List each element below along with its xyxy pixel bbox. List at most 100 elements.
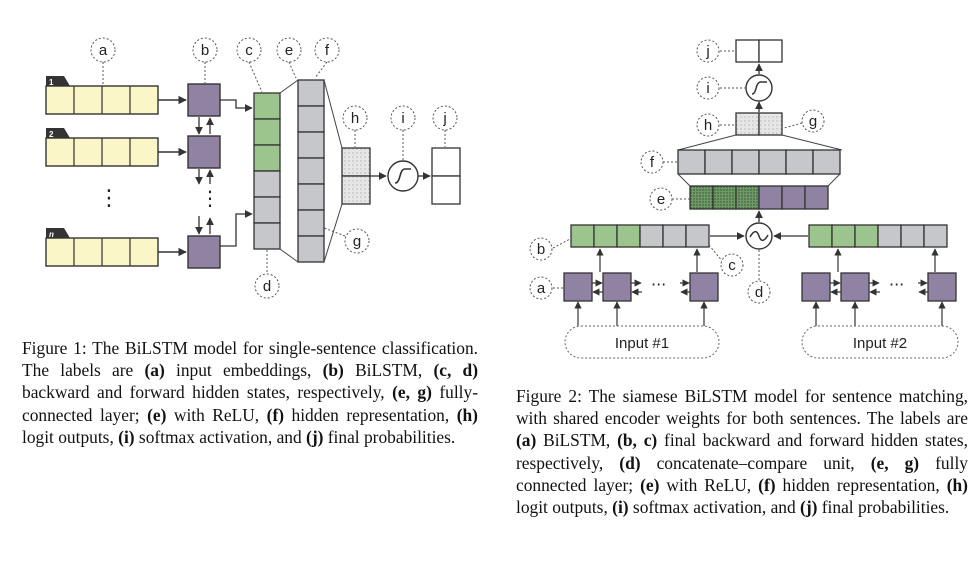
label-j: j — [432, 105, 458, 131]
input-1-pill: Input #1 — [564, 325, 720, 359]
caption-run: BiLSTM, — [536, 430, 618, 451]
caption-run: (j) — [306, 426, 324, 447]
caption-run: (h) — [946, 474, 968, 495]
svg-text:j: j — [705, 43, 709, 60]
caption-run: (b, c) — [617, 430, 658, 451]
svg-text:d: d — [263, 278, 271, 295]
caption-run: hidden representation, — [775, 474, 947, 495]
caption-run: Figure 1: The BiLSTM model for single-se… — [22, 338, 478, 381]
caption-run: final probabilities. — [323, 426, 456, 447]
svg-text:a: a — [537, 280, 546, 297]
svg-text:f: f — [650, 154, 655, 171]
hidden-state-column — [253, 92, 281, 250]
fig2-label-i: i — [696, 76, 720, 100]
fig2-left-bilstm — [563, 272, 719, 302]
svg-text:i: i — [706, 80, 709, 97]
caption-run: (e, g) — [392, 382, 432, 403]
caption-run: logit outputs, — [516, 497, 613, 518]
figure-2-diagram: ··· ··· Input #1 Input #2 — [529, 39, 959, 359]
bilstm-cell-n — [187, 235, 221, 269]
svg-text:g: g — [353, 233, 361, 250]
figure-1-diagram: 1 2 ⋮ n ⋮ — [45, 37, 461, 299]
caption-run: softmax activation, and — [628, 497, 801, 518]
label-a: a — [90, 37, 116, 63]
svg-text:h: h — [704, 117, 712, 134]
svg-text:g: g — [809, 113, 817, 130]
svg-text:a: a — [99, 42, 108, 59]
caption-run: BiLSTM, — [343, 360, 434, 381]
fig2-final-probabilities — [735, 39, 783, 63]
logit-output-column — [341, 147, 371, 205]
caption-run: input embeddings, — [164, 360, 323, 381]
caption-run: (c, d) — [433, 360, 479, 381]
fig2-label-d: d — [747, 280, 771, 304]
svg-text:c: c — [245, 42, 253, 59]
svg-text:c: c — [728, 257, 736, 274]
label-d: d — [254, 273, 280, 299]
fig2-logit-outputs — [735, 112, 783, 136]
fig2-label-e: e — [649, 187, 673, 211]
svg-text:i: i — [401, 110, 404, 127]
fig2-label-c: c — [720, 253, 744, 277]
caption-run: concatenate–compare unit, — [640, 452, 871, 473]
label-h: h — [342, 105, 368, 131]
input-embedding-row-n: n — [45, 228, 159, 267]
bilstm-cell-1 — [187, 83, 221, 117]
caption-run: (b) — [322, 360, 344, 381]
caption-run: final probabilities. — [817, 497, 950, 518]
fig2-hidden-representation — [677, 149, 841, 175]
svg-text:b: b — [201, 42, 209, 59]
caption-run: (j) — [800, 497, 818, 518]
fig2-left-hidden-states — [570, 224, 710, 248]
svg-text:e: e — [657, 191, 665, 208]
label-e: e — [276, 37, 302, 63]
caption-run: (h) — [456, 404, 478, 425]
caption-run: (e) — [640, 474, 660, 495]
input-embedding-row-1: 1 — [45, 76, 159, 115]
input-embedding-row-2: 2 — [45, 128, 159, 167]
fig2-left-ellipsis: ··· — [651, 275, 666, 294]
caption-run: logit outputs, — [22, 426, 119, 447]
caption-run: (a) — [516, 430, 537, 451]
caption-run: (d) — [619, 452, 641, 473]
label-i: i — [390, 105, 416, 131]
svg-text:f: f — [325, 42, 330, 59]
caption-run: (a) — [144, 360, 165, 381]
caption-run: with ReLU, — [166, 404, 267, 425]
caption-run: (e, g) — [870, 452, 920, 473]
fig2-right-ellipsis: ··· — [889, 275, 904, 294]
bilstm-cell-2 — [187, 135, 221, 169]
label-b: b — [192, 37, 218, 63]
fig2-right-bilstm — [801, 272, 957, 302]
fig2-label-g: g — [801, 109, 825, 133]
fig2-label-j: j — [696, 39, 720, 63]
figure-1-caption: Figure 1: The BiLSTM model for single-se… — [22, 337, 478, 448]
svg-text:e: e — [285, 42, 293, 59]
fig2-label-a: a — [529, 276, 553, 300]
fig2-label-b: b — [529, 237, 553, 261]
caption-run: (i) — [118, 426, 135, 447]
row-ellipsis: ⋮ — [98, 186, 120, 211]
caption-run: final backward and forward hidden states… — [516, 430, 969, 473]
final-probabilities-column — [431, 147, 461, 205]
caption-run: Figure 2: The siamese BiLSTM model for s… — [516, 386, 968, 429]
fig2-label-h: h — [696, 113, 720, 137]
caption-run: fully connected layer; — [516, 452, 968, 495]
row-tag-2: 2 — [49, 130, 54, 139]
row-tag-1: 1 — [49, 78, 54, 87]
input-2-pill: Input #2 — [801, 325, 959, 359]
svg-text:h: h — [351, 110, 359, 127]
label-c: c — [236, 37, 262, 63]
fig2-right-hidden-states — [808, 224, 948, 248]
caption-run: softmax activation, and — [134, 426, 307, 447]
hidden-representation-column — [297, 79, 325, 263]
fig2-label-f: f — [640, 150, 664, 174]
label-g: g — [344, 228, 370, 254]
caption-run: fully-connected layer; — [22, 382, 478, 425]
svg-text:d: d — [755, 284, 763, 301]
caption-run: (e) — [147, 404, 167, 425]
caption-run: backward and forward hidden states, resp… — [22, 382, 393, 403]
caption-run: hidden representation, — [284, 404, 457, 425]
svg-text:⋮: ⋮ — [200, 186, 220, 210]
svg-text:b: b — [537, 241, 545, 258]
